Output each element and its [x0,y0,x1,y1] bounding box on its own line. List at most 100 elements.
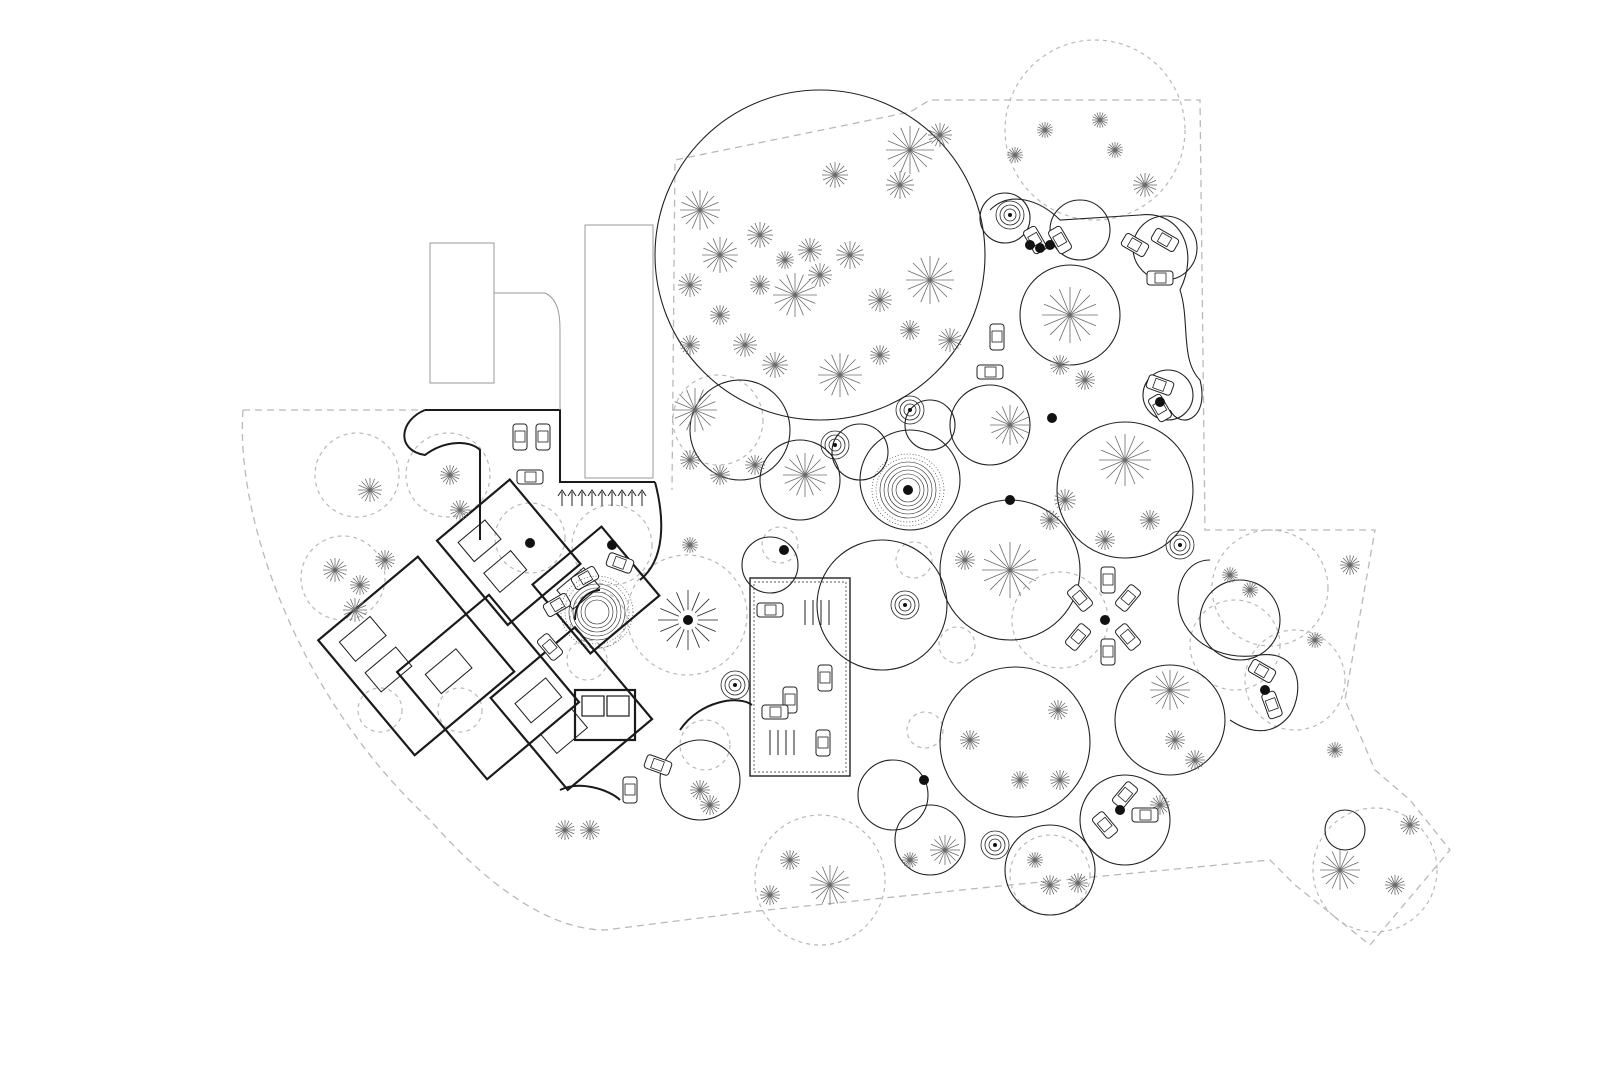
tree-branch [685,335,691,346]
tree-branch [1161,689,1171,709]
tree-branch [564,822,573,831]
tree-branch [945,339,951,352]
tree-branch [794,294,804,316]
tree-branch [1345,555,1351,566]
tree-trunk [743,343,747,347]
car-body [516,469,544,485]
tree-branch [719,314,728,323]
spiral-stair-icon [995,200,1025,230]
tree-branch [909,127,920,151]
tree-branch [900,127,911,151]
tree-branch [949,331,959,341]
arrow-spoke [694,626,710,642]
tree-branch [991,416,1011,426]
tree-branch [1043,303,1071,316]
tree-branch [879,354,885,365]
courtyard-outline [759,439,841,521]
tree-trunk [833,173,837,177]
tree-branch [689,450,695,461]
tree-trunk [1313,638,1317,642]
tree-branch [692,789,701,798]
tree-trunk [1018,778,1022,782]
tree-branch [939,123,945,136]
tree-branch [1049,510,1055,521]
planting-circle [494,502,566,574]
tree-trunk [708,803,712,807]
stair-core [903,603,907,607]
tree-branch [944,843,960,851]
tree-branch [829,162,836,176]
tree-branch [354,601,364,611]
tree-branch [712,307,721,316]
tree-branch [694,389,704,411]
tree-trunk [788,858,792,862]
tree-branch [1349,560,1360,566]
tree-branch [819,274,825,287]
tree-branch [819,270,832,276]
tree-icon [1327,742,1343,758]
tree-branch [1167,739,1176,748]
tree-branch [1390,875,1396,886]
tree-branch [1104,539,1115,545]
tree-branch [564,825,575,831]
tree-branch [938,849,946,865]
tree-branch [745,460,756,466]
tree-branch [1155,689,1171,705]
tree-branch [1400,820,1411,826]
tree-branch [1050,709,1059,718]
tree-branch [680,459,691,465]
planting-circle [314,432,400,518]
tree-branch [1055,364,1061,375]
tree-branch [995,410,1011,426]
tree-trunk-icon [1025,240,1035,250]
tree-branch [938,335,951,341]
car-icon [815,729,831,757]
tree-branch [801,249,811,259]
car-icon [605,552,635,574]
amphitheater-step [568,583,626,641]
entrance-wall [403,409,655,540]
main-wing [316,478,661,792]
tree-branch [765,894,771,905]
tree-branch [1144,173,1150,186]
tree-icon [343,598,367,622]
tree-icon [1150,670,1190,710]
tree-branch [829,884,845,900]
tree-trunk [1076,881,1080,885]
tree-branch [892,132,911,151]
tree-branch [831,354,841,376]
tree-branch [754,457,763,466]
tree-branch [1077,875,1086,884]
tree-branch [1149,515,1160,521]
tree-icon [358,478,382,502]
tree-branch [694,409,711,426]
tree-trunk [1408,823,1412,827]
tree-branch [849,244,861,256]
tree-trunk-icon [1005,495,1015,505]
tree-branch [1133,184,1146,190]
tree-branch [350,609,356,622]
tree-branch [350,580,361,586]
planting-circle [1004,39,1186,221]
courtyard-outline [1004,824,1096,916]
tree-branch [354,609,360,622]
tree-icon [886,171,914,199]
tree-branch [452,502,461,511]
tree-branch [557,822,566,831]
tree-branch [825,165,836,176]
tree-branch [909,322,918,331]
tree-branch [1059,775,1070,781]
tree-branch [1325,869,1341,885]
tree-branch [1049,294,1071,316]
tree-branch [1050,364,1061,370]
site-boundary-layer [241,39,1451,946]
arrow-spoke [666,598,682,614]
tree-icon [1400,815,1420,835]
tree-branch [354,598,360,611]
arrow-spoke [676,629,685,648]
courtyard-connector [989,198,1299,732]
tree-trunk [1008,423,1012,427]
tree-branch [839,374,849,396]
tree-branch [1077,882,1086,891]
tree-branch [774,352,781,366]
